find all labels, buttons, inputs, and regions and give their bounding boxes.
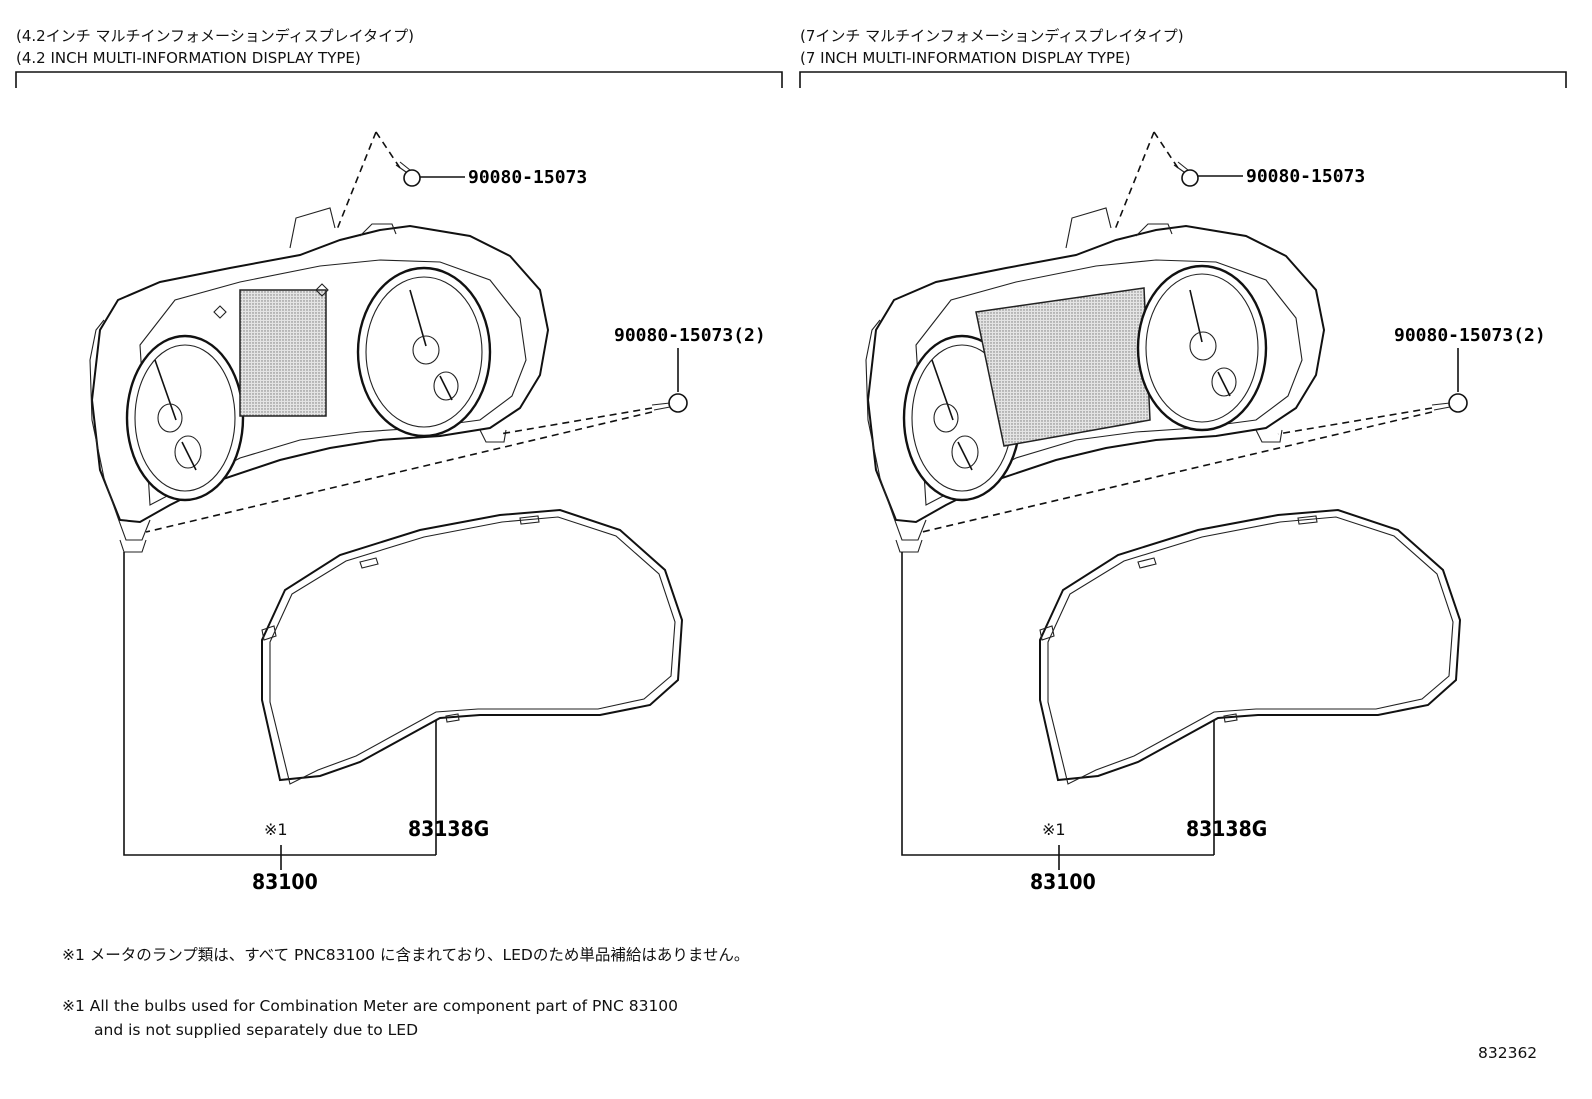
footnotes: ※1 メータのランプ類は、すべて PNC83100 に含まれており、LEDのため… (62, 946, 749, 1039)
left-lens-label: 83138G (408, 817, 489, 841)
right-bracket (799, 71, 1567, 88)
right-meter-assembly (865, 207, 1326, 553)
illustration-number: 832362 (1478, 1044, 1537, 1062)
left-screw-top-label: 90080-15073 (468, 167, 587, 188)
footnote-en-line2: and is not supplied separately due to LE… (94, 1021, 418, 1039)
right-screw-side-label: 90080-15073(2) (1394, 325, 1546, 346)
right-screw-side (1431, 393, 1468, 413)
left-screw-side (651, 393, 688, 413)
left-bracket (15, 71, 783, 88)
left-screw-side-label: 90080-15073(2) (614, 325, 766, 346)
right-screw-top (1173, 161, 1199, 187)
right-note-ref: ※1 (1042, 820, 1066, 839)
left-meter-assembly (89, 207, 550, 553)
right-assembly-label: 83100 (1030, 870, 1096, 894)
left-note-ref: ※1 (264, 820, 288, 839)
right-title-jp: (7インチ マルチインフォメーションディスプレイタイプ) (800, 27, 1184, 45)
right-title-en: (7 INCH MULTI-INFORMATION DISPLAY TYPE) (800, 49, 1130, 67)
footnote-jp: ※1 メータのランプ類は、すべて PNC83100 に含まれており、LEDのため… (62, 946, 749, 964)
footnote-en-line1: ※1 All the bulbs used for Combination Me… (62, 997, 678, 1015)
right-lens-label: 83138G (1186, 817, 1267, 841)
right-lens (1039, 508, 1462, 785)
left-title-jp: (4.2インチ マルチインフォメーションディスプレイタイプ) (16, 27, 414, 45)
right-screw-top-label: 90080-15073 (1246, 166, 1365, 187)
left-panel: (4.2インチ マルチインフォメーションディスプレイタイプ) (4.2 INCH… (15, 27, 783, 894)
right-panel: (7インチ マルチインフォメーションディスプレイタイプ) (7 INCH MUL… (799, 27, 1567, 894)
left-screw-top (395, 161, 421, 187)
left-assembly-label: 83100 (252, 870, 318, 894)
left-title-en: (4.2 INCH MULTI-INFORMATION DISPLAY TYPE… (16, 49, 361, 67)
left-lens (261, 508, 684, 785)
